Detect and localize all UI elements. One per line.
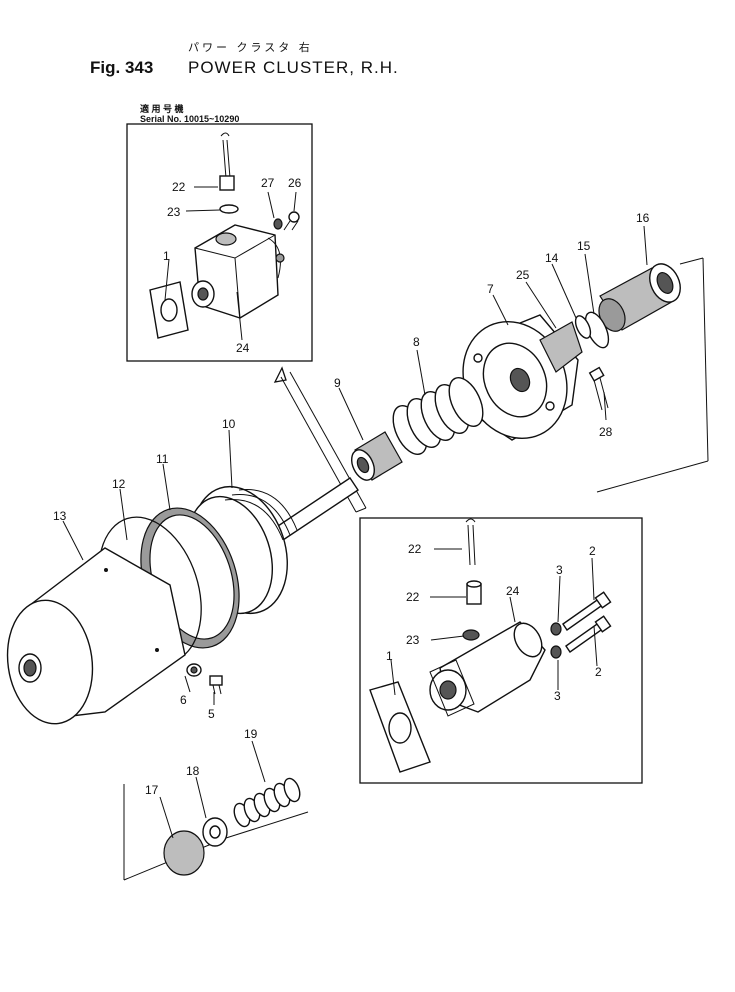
callout-5: 5 — [208, 707, 215, 721]
callout-12: 12 — [112, 477, 126, 491]
callout-28: 28 — [599, 425, 613, 439]
callout-17: 17 — [145, 783, 159, 797]
callout-9: 9 — [334, 376, 341, 390]
callout-23-top: 23 — [167, 205, 181, 219]
serial-text: Serial No. 10015~10290 — [140, 114, 239, 124]
part-8-spring — [392, 377, 484, 455]
callout-24-b: 24 — [506, 584, 520, 598]
callout-8: 8 — [413, 335, 420, 349]
part-7-housing — [462, 314, 583, 441]
callout-3-a: 3 — [556, 563, 563, 577]
part-9-bushing — [350, 431, 403, 481]
part-6-washer — [186, 663, 202, 677]
callout-3-b: 3 — [554, 689, 561, 703]
callout-7: 7 — [487, 282, 494, 296]
callout-22-a: 22 — [408, 542, 422, 556]
serial-heading: 適 用 号 機 — [140, 103, 184, 114]
inset-bottom: 22 22 23 24 3 3 2 2 1 — [359, 517, 643, 784]
serial-inset-top: 適 用 号 機 Serial No. 10015~10290 22 23 27 — [126, 103, 313, 362]
callout-14: 14 — [545, 251, 559, 265]
part-5-bolt — [209, 675, 223, 695]
callout-2-b: 2 — [595, 665, 602, 679]
part-16-sleeve — [598, 263, 681, 332]
shaft — [274, 477, 359, 541]
part-13-cover — [6, 547, 186, 725]
callout-2-a: 2 — [589, 544, 596, 558]
callout-26: 26 — [288, 176, 302, 190]
main-leaders — [62, 225, 648, 839]
callout-15: 15 — [577, 239, 591, 253]
callout-10: 10 — [222, 417, 236, 431]
assembly-outline — [596, 257, 709, 493]
japanese-title: パワー クラスタ 右 — [188, 40, 313, 54]
callout-6: 6 — [180, 693, 187, 707]
callout-11: 11 — [156, 452, 169, 466]
callout-1-top: 1 — [163, 249, 170, 263]
part-18-washer — [202, 817, 228, 847]
callout-18: 18 — [186, 764, 200, 778]
callout-13: 13 — [53, 509, 67, 523]
part-15-ring — [574, 311, 610, 349]
figure-title: POWER CLUSTER, R.H. — [188, 58, 399, 77]
figure-number: Fig. 343 — [90, 58, 153, 77]
callout-16: 16 — [636, 211, 650, 225]
callout-22-b: 22 — [406, 590, 420, 604]
callout-25: 25 — [516, 268, 530, 282]
callout-24-top: 24 — [236, 341, 250, 355]
callout-23-b: 23 — [406, 633, 420, 647]
callout-22-top: 22 — [172, 180, 186, 194]
callout-1-b: 1 — [386, 649, 393, 663]
part-28-bolt — [588, 366, 609, 411]
part-17-cap — [163, 830, 205, 876]
callout-19: 19 — [244, 727, 258, 741]
callout-27: 27 — [261, 176, 275, 190]
part-19-spring — [233, 777, 301, 828]
